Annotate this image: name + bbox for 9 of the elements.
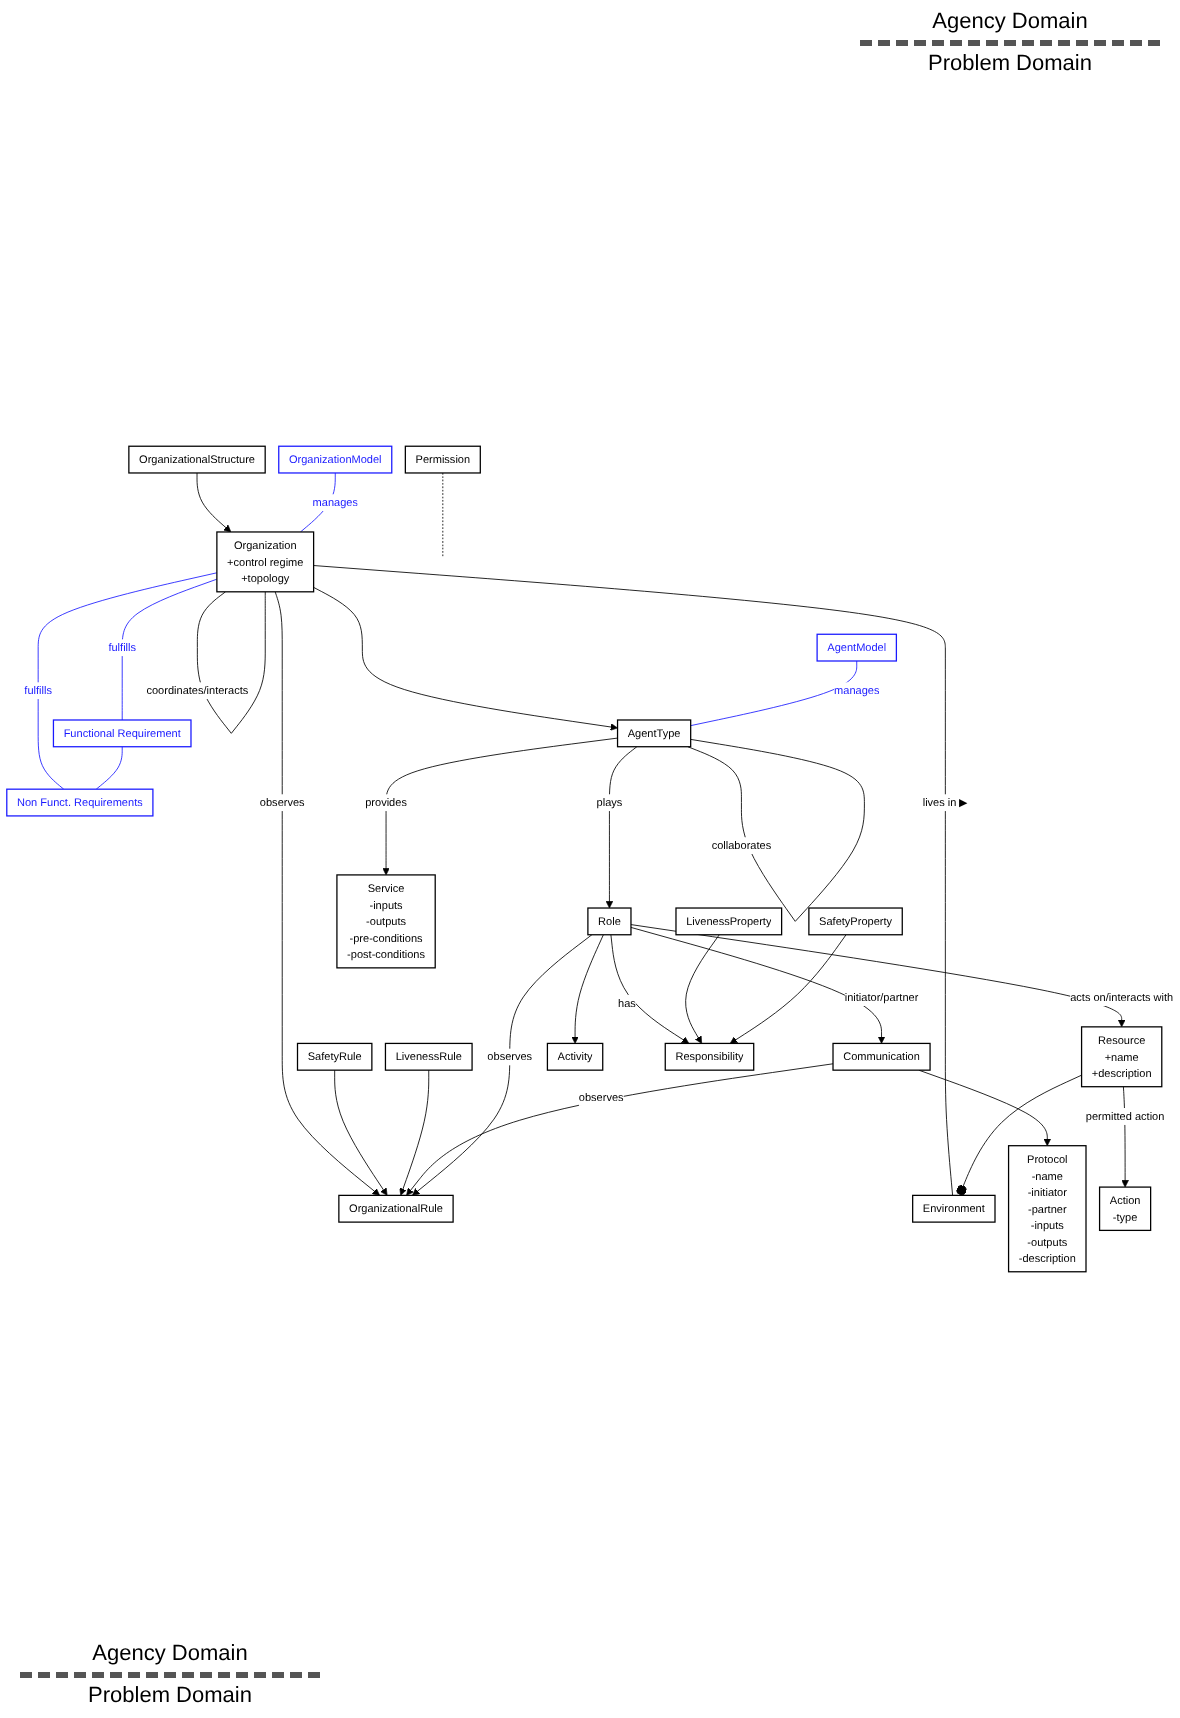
connector [690, 660, 858, 727]
domain-label: Problem Domain [88, 1682, 252, 1710]
domain-label: Agency Domain [92, 1640, 248, 1668]
domain-label: Problem Domain [928, 50, 1092, 78]
connector [442, 472, 444, 558]
connector [95, 746, 123, 790]
domain-label: Agency Domain [932, 8, 1088, 36]
connector [121, 578, 218, 721]
connector [37, 572, 218, 790]
